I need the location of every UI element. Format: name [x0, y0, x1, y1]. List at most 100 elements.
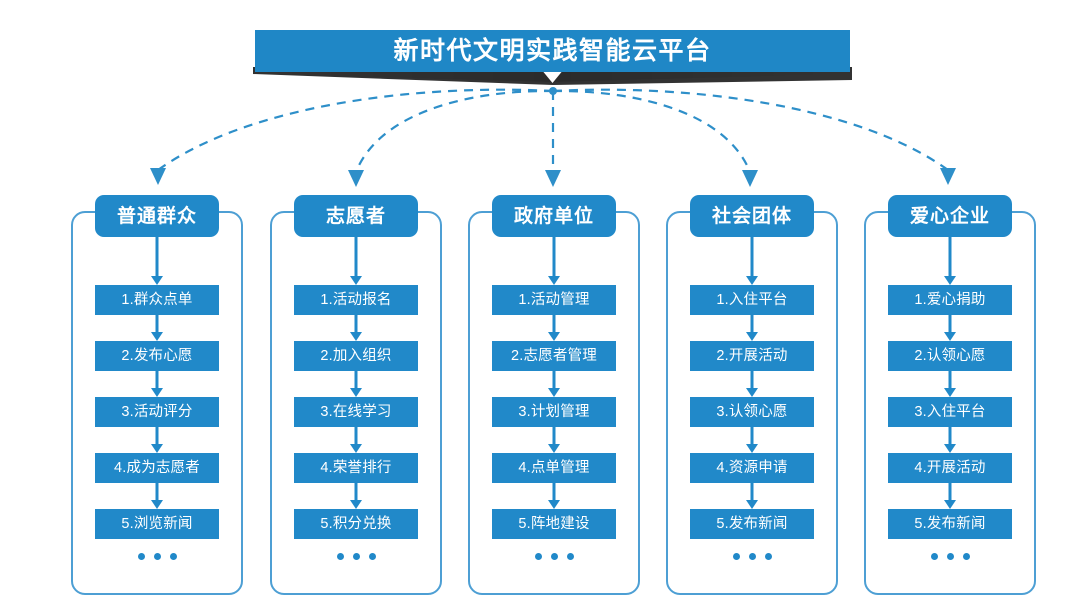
column-header-volunteer[interactable]: 志愿者: [294, 195, 418, 237]
list-item-label: 4.资源申请: [716, 459, 788, 476]
list-item[interactable]: 5.发布新闻: [888, 509, 1012, 539]
arrow-down-icon: [349, 237, 363, 285]
list-item-label: 1.群众点单: [121, 291, 193, 308]
arrow-down-icon: [547, 427, 561, 453]
arrow-down-icon: [943, 371, 957, 397]
list-item-label: 1.入住平台: [716, 291, 788, 308]
list-item[interactable]: 2.认领心愿: [888, 341, 1012, 371]
list-item[interactable]: 4.点单管理: [492, 453, 616, 483]
list-item[interactable]: 3.在线学习: [294, 397, 418, 427]
list-item[interactable]: 4.成为志愿者: [95, 453, 219, 483]
list-item[interactable]: 2.开展活动: [690, 341, 814, 371]
column-title-public: 普通群众: [116, 205, 197, 227]
list-item[interactable]: 5.发布新闻: [690, 509, 814, 539]
arrow-down-icon: [547, 483, 561, 509]
column-title-government: 政府单位: [513, 205, 594, 227]
list-item-label: 5.阵地建设: [518, 515, 590, 532]
list-item-label: 3.在线学习: [320, 403, 392, 420]
arrow-down-icon: [150, 237, 164, 285]
list-item[interactable]: 4.资源申请: [690, 453, 814, 483]
arrow-down-icon: [547, 237, 561, 285]
more-dots-icon: [336, 553, 376, 560]
list-item[interactable]: 1.入住平台: [690, 285, 814, 315]
arrow-down-icon: [150, 483, 164, 509]
list-item[interactable]: 5.阵地建设: [492, 509, 616, 539]
list-item[interactable]: 3.计划管理: [492, 397, 616, 427]
more-dots-icon: [137, 553, 177, 560]
arrow-down-icon: [547, 371, 561, 397]
list-item-label: 5.浏览新闻: [121, 515, 193, 532]
list-item[interactable]: 4.开展活动: [888, 453, 1012, 483]
role-column-public: 普通群众 1.群众点单 2.发布心愿 3.活动评分 4.成为志愿者 5.浏览新闻: [71, 195, 243, 595]
more-dots-icon: [930, 553, 970, 560]
column-body-government: 1.活动管理 2.志愿者管理 3.计划管理 4.点单管理 5.阵地建设: [470, 213, 638, 593]
list-item-label: 5.发布新闻: [716, 515, 788, 532]
list-item[interactable]: 4.荣誉排行: [294, 453, 418, 483]
list-item[interactable]: 2.发布心愿: [95, 341, 219, 371]
list-item-label: 1.活动报名: [320, 291, 392, 308]
list-item[interactable]: 2.志愿者管理: [492, 341, 616, 371]
column-body-public: 1.群众点单 2.发布心愿 3.活动评分 4.成为志愿者 5.浏览新闻: [73, 213, 241, 593]
column-header-enterprise[interactable]: 爱心企业: [888, 195, 1012, 237]
arrow-down-icon: [943, 315, 957, 341]
role-column-social-group: 社会团体 1.入住平台 2.开展活动 3.认领心愿 4.资源申请 5.发布新闻: [666, 195, 838, 595]
more-dots-icon: [732, 553, 772, 560]
column-body-enterprise: 1.爱心捐助 2.认领心愿 3.入住平台 4.开展活动 5.发布新闻: [866, 213, 1034, 593]
column-header-social-group[interactable]: 社会团体: [690, 195, 814, 237]
list-item[interactable]: 1.活动报名: [294, 285, 418, 315]
list-item-label: 1.活动管理: [518, 291, 590, 308]
list-item[interactable]: 1.活动管理: [492, 285, 616, 315]
list-item[interactable]: 5.积分兑换: [294, 509, 418, 539]
more-dots-icon: [534, 553, 574, 560]
column-header-government[interactable]: 政府单位: [492, 195, 616, 237]
arrow-down-icon: [943, 237, 957, 285]
list-item-label: 3.认领心愿: [716, 403, 788, 420]
list-item-label: 4.点单管理: [518, 459, 590, 476]
list-item[interactable]: 1.群众点单: [95, 285, 219, 315]
arrow-down-icon: [943, 483, 957, 509]
list-item-label: 2.认领心愿: [914, 347, 986, 364]
page-title: 新时代文明实践智能云平台: [393, 36, 712, 65]
banner-bar: 新时代文明实践智能云平台: [255, 30, 850, 72]
column-header-public[interactable]: 普通群众: [95, 195, 219, 237]
arrow-down-icon: [745, 427, 759, 453]
column-body-volunteer: 1.活动报名 2.加入组织 3.在线学习 4.荣誉排行 5.积分兑换: [272, 213, 440, 593]
list-item-label: 4.荣誉排行: [320, 459, 392, 476]
chevron-down-icon: [541, 69, 564, 83]
arrow-down-icon: [745, 237, 759, 285]
list-item-label: 4.开展活动: [914, 459, 986, 476]
arrow-down-icon: [745, 315, 759, 341]
list-item-label: 5.积分兑换: [320, 515, 392, 532]
list-item-label: 2.开展活动: [716, 347, 788, 364]
arrow-down-icon: [745, 483, 759, 509]
list-item-label: 1.爱心捐助: [914, 291, 986, 308]
list-item-label: 3.入住平台: [914, 403, 986, 420]
list-item-label: 3.计划管理: [518, 403, 590, 420]
arrow-down-icon: [349, 483, 363, 509]
list-item[interactable]: 3.认领心愿: [690, 397, 814, 427]
arrow-down-icon: [150, 371, 164, 397]
list-item[interactable]: 3.活动评分: [95, 397, 219, 427]
list-item[interactable]: 5.浏览新闻: [95, 509, 219, 539]
arrow-down-icon: [943, 427, 957, 453]
column-title-enterprise: 爱心企业: [909, 205, 990, 227]
list-item[interactable]: 1.爱心捐助: [888, 285, 1012, 315]
role-column-volunteer: 志愿者 1.活动报名 2.加入组织 3.在线学习 4.荣誉排行 5.积分兑换: [270, 195, 442, 595]
list-item-label: 2.发布心愿: [121, 347, 193, 364]
list-item-label: 4.成为志愿者: [114, 459, 200, 476]
list-item[interactable]: 3.入住平台: [888, 397, 1012, 427]
role-column-enterprise: 爱心企业 1.爱心捐助 2.认领心愿 3.入住平台 4.开展活动 5.发布新闻: [864, 195, 1036, 595]
role-column-government: 政府单位 1.活动管理 2.志愿者管理 3.计划管理 4.点单管理 5.阵地建设: [468, 195, 640, 595]
platform-title-banner: 新时代文明实践智能云平台: [253, 30, 852, 85]
list-item-label: 2.志愿者管理: [511, 347, 597, 364]
arrow-down-icon: [349, 315, 363, 341]
arrow-down-icon: [349, 371, 363, 397]
column-title-social-group: 社会团体: [711, 205, 792, 227]
arrow-down-icon: [349, 427, 363, 453]
list-item[interactable]: 2.加入组织: [294, 341, 418, 371]
column-title-volunteer: 志愿者: [325, 205, 386, 227]
arrow-down-icon: [547, 315, 561, 341]
column-body-social-group: 1.入住平台 2.开展活动 3.认领心愿 4.资源申请 5.发布新闻: [668, 213, 836, 593]
